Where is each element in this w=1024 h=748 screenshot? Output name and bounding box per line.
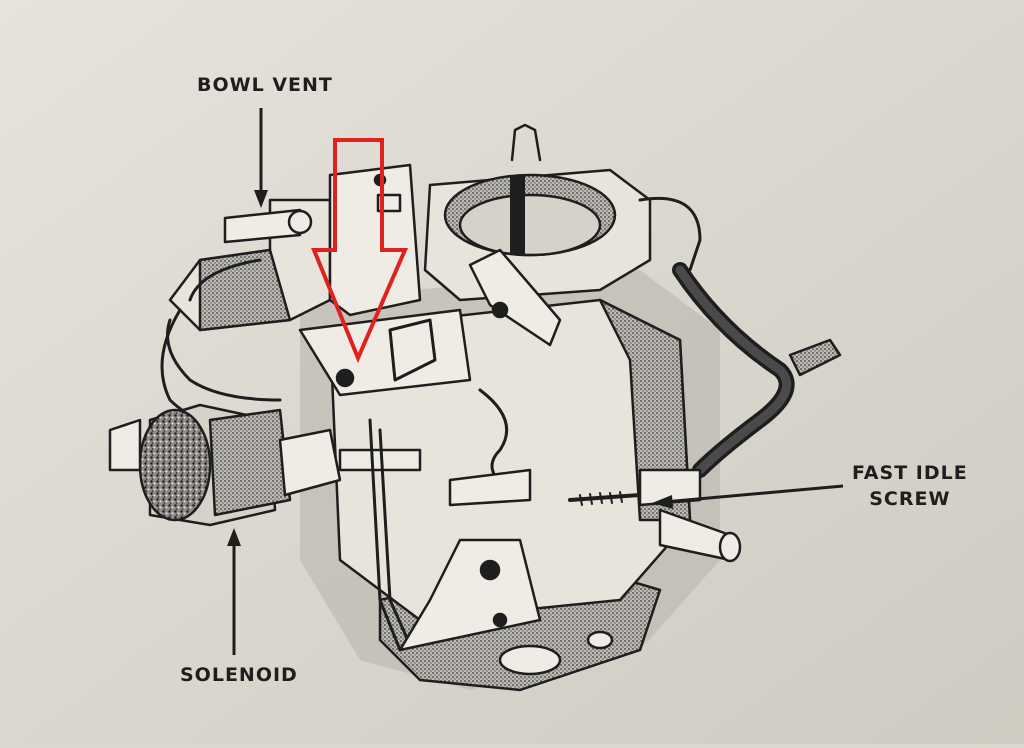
- callout-leaders: [227, 108, 844, 655]
- carburetor-illustration: [108, 123, 842, 692]
- fast-idle-screw-label: FAST IDLE SCREW: [852, 460, 968, 512]
- bowl-vent-label: BOWL VENT: [197, 74, 333, 96]
- solenoid-label: SOLENOID: [180, 664, 298, 686]
- red-annotation-arrow: [311, 138, 409, 364]
- solenoid-arrowhead: [227, 528, 241, 546]
- bowl-vent-arrowhead: [254, 190, 268, 208]
- fast-idle-leader: [663, 484, 844, 504]
- fast-idle-label-line1: FAST IDLE: [852, 462, 968, 484]
- fast-idle-arrowhead: [652, 495, 673, 509]
- fast-idle-label-line2: SCREW: [869, 488, 951, 510]
